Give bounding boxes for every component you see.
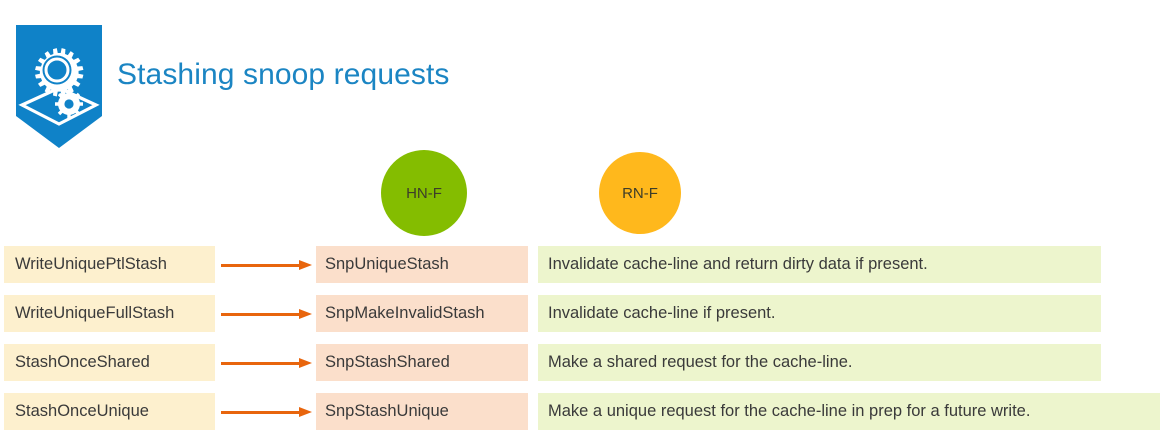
arrow-shaft (221, 313, 301, 316)
description-cell: Make a shared request for the cache-line… (538, 344, 1101, 381)
flow-arrow-icon (221, 309, 312, 319)
snoop-cell: SnpStashShared (316, 344, 528, 381)
request-cell: WriteUniquePtlStash (4, 246, 215, 283)
node-label-hnf: HN-F (406, 184, 442, 202)
snoop-cell: SnpUniqueStash (316, 246, 528, 283)
arrow-shaft (221, 264, 301, 267)
flow-arrow-icon (221, 260, 312, 270)
table-row: StashOnceShared SnpStashShared Make a sh… (0, 344, 1160, 393)
stash-request-table: WriteUniquePtlStash SnpUniqueStash Inval… (0, 246, 1160, 442)
table-row: WriteUniquePtlStash SnpUniqueStash Inval… (0, 246, 1160, 295)
gears-diamond-icon (18, 48, 100, 126)
arrow-shaft (221, 411, 301, 414)
table-row: StashOnceUnique SnpStashUnique Make a un… (0, 393, 1160, 442)
slide-header: Stashing snoop requests (0, 0, 1160, 150)
flow-arrow-icon (221, 358, 312, 368)
flow-arrow-icon (221, 407, 312, 417)
request-cell: WriteUniqueFullStash (4, 295, 215, 332)
arrow-head (299, 407, 312, 417)
arrow-shaft (221, 362, 301, 365)
table-row: WriteUniqueFullStash SnpMakeInvalidStash… (0, 295, 1160, 344)
page-title: Stashing snoop requests (117, 58, 450, 91)
description-cell: Invalidate cache-line and return dirty d… (538, 246, 1101, 283)
node-circle-rnf: RN-F (599, 152, 681, 234)
snoop-cell: SnpMakeInvalidStash (316, 295, 528, 332)
description-cell: Invalidate cache-line if present. (538, 295, 1101, 332)
node-circle-hnf: HN-F (381, 150, 467, 236)
arrow-head (299, 358, 312, 368)
arrow-head (299, 260, 312, 270)
request-cell: StashOnceShared (4, 344, 215, 381)
node-label-rnf: RN-F (622, 184, 658, 202)
snoop-cell: SnpStashUnique (316, 393, 528, 430)
arrow-head (299, 309, 312, 319)
description-cell: Make a unique request for the cache-line… (538, 393, 1160, 430)
request-cell: StashOnceUnique (4, 393, 215, 430)
